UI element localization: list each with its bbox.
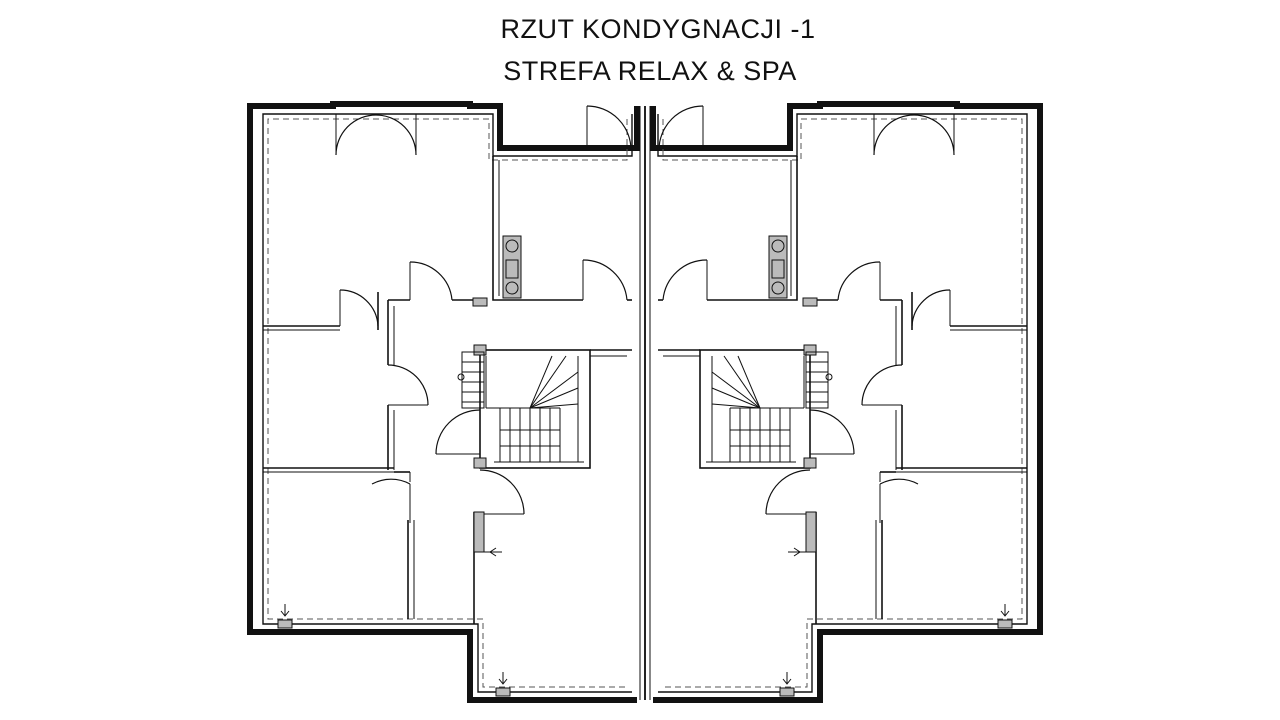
unit-right [645, 104, 1040, 700]
drawing-subtitle: STREFA RELAX & SPA [503, 56, 797, 86]
drawing-title: RZUT KONDYGNACJI -1 [500, 14, 816, 44]
unit-left [250, 104, 645, 700]
